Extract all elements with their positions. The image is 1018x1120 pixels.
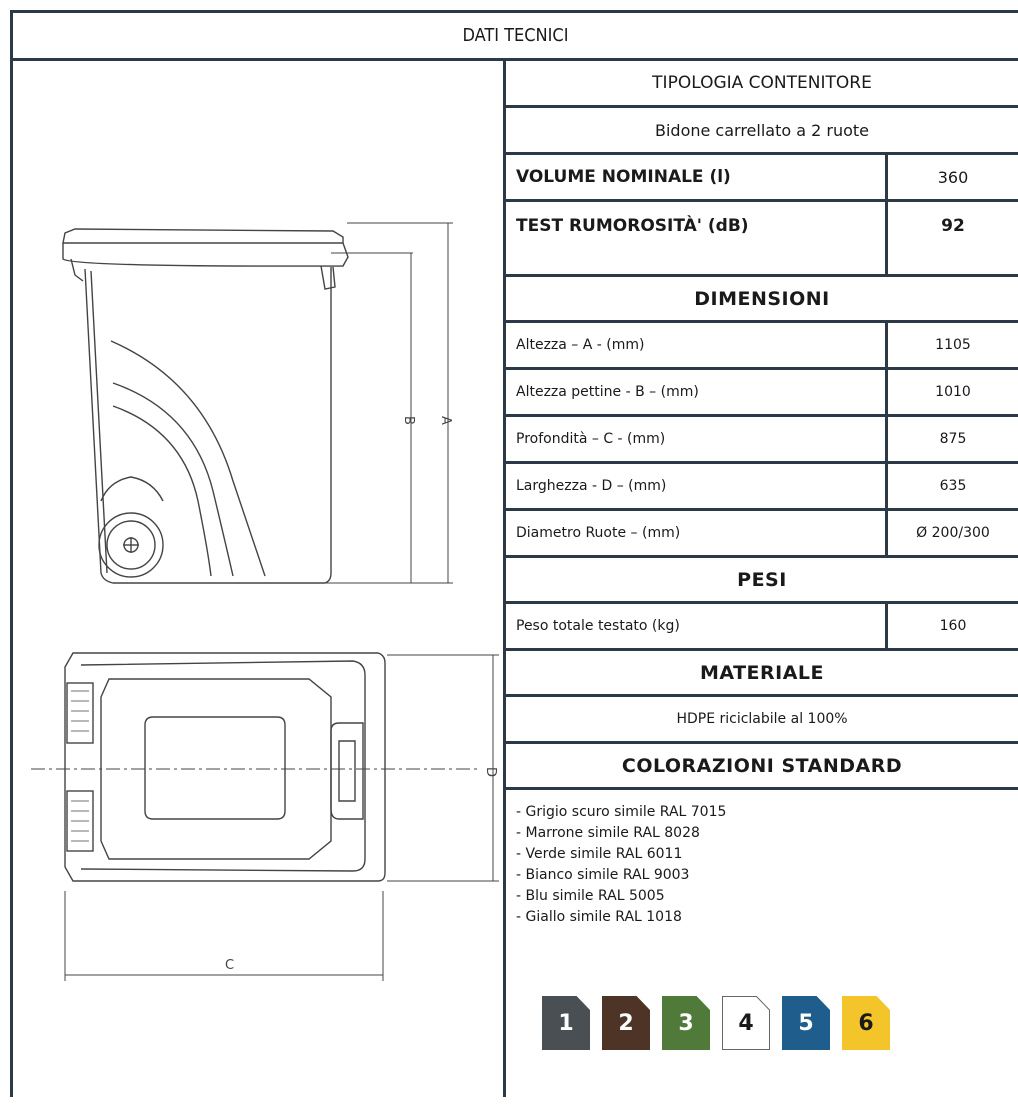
volume-value: 360 [937, 167, 969, 187]
swatch-label: 2 [602, 996, 650, 1050]
list-item: - Blu simile RAL 5005 [516, 888, 665, 904]
list-item: - Marrone simile RAL 8028 [516, 825, 700, 841]
dimensioni-header: DIMENSIONI [694, 287, 830, 310]
dimension-value: Ø 200/300 [916, 525, 990, 541]
colorazioni-section: - Grigio scuro simile RAL 7015 - Marrone… [506, 790, 1018, 1120]
dimension-row: Profondità – C - (mm) 875 [506, 417, 1018, 464]
peso-row: Peso totale testato (kg) 160 [506, 604, 1018, 651]
materiale-header-row: MATERIALE [506, 651, 1018, 697]
pesi-header: PESI [737, 568, 787, 591]
colorazioni-header: COLORAZIONI STANDARD [621, 754, 903, 777]
colorazioni-header-row: COLORAZIONI STANDARD [506, 744, 1018, 790]
dimension-label: Altezza – A - (mm) [506, 323, 888, 367]
label-d: D [483, 767, 498, 777]
swatch-label: 1 [542, 996, 590, 1050]
drawings-panel: B A [13, 61, 506, 1097]
dimension-value: 1010 [935, 384, 971, 400]
dimension-value: 635 [939, 478, 967, 494]
dimension-row: Diametro Ruote – (mm) Ø 200/300 [506, 511, 1018, 558]
technical-sheet: DATI TECNICI [10, 10, 1018, 1097]
materiale-header: MATERIALE [699, 661, 825, 684]
dimensioni-header-row: DIMENSIONI [506, 277, 1018, 323]
color-swatch: 4 [722, 996, 770, 1050]
side-view-drawing: B A [31, 222, 499, 981]
dimension-row: Altezza pettine - B – (mm) 1010 [506, 370, 1018, 417]
volume-row: VOLUME NOMINALE (l) 360 [506, 155, 1018, 202]
list-item: - Verde simile RAL 6011 [516, 846, 683, 862]
swatch-label: 5 [782, 996, 830, 1050]
dimension-label: Diametro Ruote – (mm) [506, 511, 888, 555]
rumorosita-row: TEST RUMOROSITÀ' (dB) 92 [506, 202, 1018, 277]
label-a: A [438, 416, 453, 425]
color-swatch: 3 [662, 996, 710, 1050]
color-swatch: 1 [542, 996, 590, 1050]
dimension-value: 875 [939, 431, 967, 447]
list-item: - Giallo simile RAL 1018 [516, 909, 682, 925]
materiale-value-row: HDPE riciclabile al 100% [506, 697, 1018, 744]
swatch-outline [722, 996, 770, 1050]
tipologia-value: Bidone carrellato a 2 ruote [654, 120, 870, 140]
list-item: - Grigio scuro simile RAL 7015 [516, 804, 727, 820]
peso-value: 160 [939, 618, 967, 634]
tipologia-value-row: Bidone carrellato a 2 ruote [506, 108, 1018, 155]
rumorosita-value: 92 [941, 216, 965, 236]
dimension-row: Larghezza - D – (mm) 635 [506, 464, 1018, 511]
label-b: B [401, 416, 416, 425]
tipologia-header-row: TIPOLOGIA CONTENITORE [506, 61, 1018, 108]
dimension-label: Altezza pettine - B – (mm) [506, 370, 888, 414]
dimension-row: Altezza – A - (mm) 1105 [506, 323, 1018, 370]
color-swatch: 6 [842, 996, 890, 1050]
rumorosita-label: TEST RUMOROSITÀ' (dB) [506, 202, 888, 274]
peso-label: Peso totale testato (kg) [506, 604, 888, 648]
pesi-header-row: PESI [506, 558, 1018, 604]
volume-label: VOLUME NOMINALE (l) [506, 155, 888, 199]
swatch-label: 6 [842, 996, 890, 1050]
sheet-title: DATI TECNICI [13, 13, 1018, 61]
swatch-label: 3 [662, 996, 710, 1050]
tipologia-header: TIPOLOGIA CONTENITORE [652, 73, 872, 93]
colors-list: - Grigio scuro simile RAL 7015 - Marrone… [506, 790, 1018, 928]
swatch-label: 4 [722, 996, 770, 1050]
color-swatch: 5 [782, 996, 830, 1050]
label-c: C [225, 958, 234, 973]
color-swatches: 1 2 3 4 5 6 [542, 996, 890, 1050]
dimension-label: Profondità – C - (mm) [506, 417, 888, 461]
dimension-label: Larghezza - D – (mm) [506, 464, 888, 508]
list-item: - Bianco simile RAL 9003 [516, 867, 690, 883]
materiale-value: HDPE riciclabile al 100% [676, 711, 848, 727]
color-swatch: 2 [602, 996, 650, 1050]
spec-table: TIPOLOGIA CONTENITORE Bidone carrellato … [506, 61, 1018, 1120]
dimension-value: 1105 [935, 337, 971, 353]
